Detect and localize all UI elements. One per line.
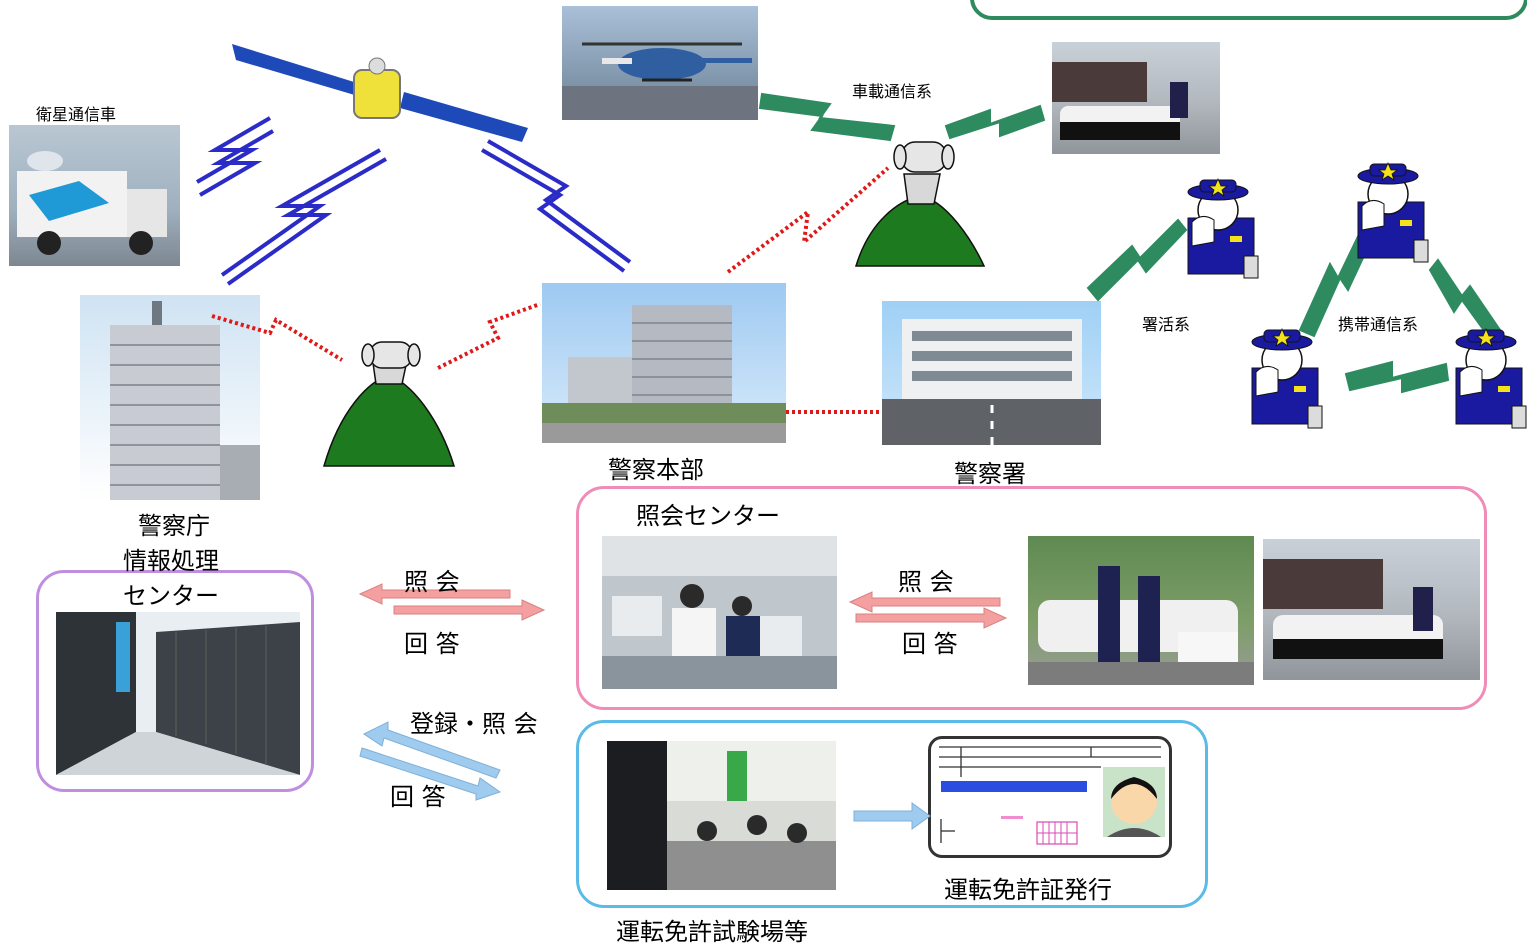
label-prefectural-hq: 警察本部 (608, 456, 704, 484)
data-center-servers-photo (56, 612, 300, 775)
police-officer-icon-top (1357, 162, 1429, 263)
radio-link-portable-bottom (1344, 360, 1450, 394)
patrol-car-photo-top (1052, 42, 1220, 154)
label-license-issue: 運転免許証発行 (944, 876, 1112, 904)
traffic-stop-photo (1028, 536, 1254, 685)
license-arrows (359, 721, 931, 830)
label-satellite-vehicle: 衛星通信車 (36, 105, 117, 124)
label-portable-radio: 携帯通信系 (1338, 315, 1419, 334)
police-officer-icon-left (1251, 328, 1323, 429)
label-npa-line3: センター (123, 582, 219, 610)
helicopter-photo (562, 6, 758, 120)
relay-mountain-left (323, 341, 456, 467)
label-answer-npa: 回 答 (404, 630, 460, 658)
label-npa-line2: 情報処理 (123, 547, 219, 575)
wired-link-npa-relay (211, 314, 344, 362)
patrol-car-photo-bottom (1263, 539, 1480, 680)
inquiry-arrows-npa (358, 583, 546, 621)
police-station-photo (882, 301, 1101, 445)
radio-link-portable-right (1428, 258, 1502, 338)
inquiry-center-photo (602, 536, 837, 689)
satellite-vehicle-photo (9, 125, 180, 266)
inquiry-arrows-center (848, 591, 1008, 629)
satellite-link-vehicle (195, 116, 275, 197)
radio-link-patrol-car (944, 104, 1046, 140)
wired-link-relay-hq (437, 302, 541, 370)
label-vehicle-radio: 車載通信系 (852, 82, 933, 101)
label-station-radio: 署活系 (1142, 315, 1191, 334)
prefectural-hq-photo (542, 283, 786, 443)
radio-link-helicopter (758, 92, 896, 142)
label-npa-line1: 警察庁 (138, 512, 210, 540)
label-answer-center: 回 答 (902, 630, 958, 658)
npa-building-photo (80, 295, 260, 500)
label-query-npa: 照 会 (404, 568, 460, 596)
relay-mountain-right (854, 141, 986, 267)
license-center-photo (607, 741, 836, 890)
label-inquiry-center: 照会センター (636, 502, 780, 530)
inquiry-center-box (576, 486, 1487, 710)
label-license-center: 運転免許試験場等 (616, 918, 808, 946)
satellite-icon (232, 44, 528, 142)
label-query-center: 照 会 (898, 568, 954, 596)
npa-data-center-box (36, 570, 314, 792)
radio-link-station-officer (1086, 218, 1188, 302)
label-police-station: 警察署 (954, 460, 1026, 488)
label-answer-license: 回 答 (390, 783, 446, 811)
label-register-query: 登録・照 会 (410, 710, 538, 738)
satellite-link-hq (481, 139, 632, 273)
license-box (576, 720, 1208, 908)
police-officer-icon-station (1187, 178, 1259, 279)
drivers-license-card-illustration (928, 736, 1172, 858)
police-officer-icon-right (1455, 328, 1527, 429)
satellite-link-npa (220, 148, 387, 286)
wired-link-hq-mountain (726, 166, 890, 274)
